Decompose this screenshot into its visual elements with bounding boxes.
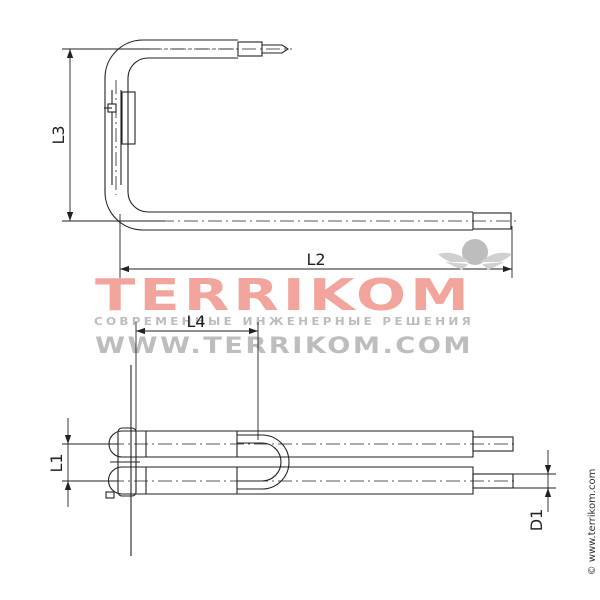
dimension-d1: D1 bbox=[527, 450, 552, 532]
copyright-text: © www.terrikom.com bbox=[587, 469, 598, 576]
u-bend-outer bbox=[237, 434, 290, 490]
u-bend-inner bbox=[237, 442, 282, 482]
dimension-l4: L4 bbox=[136, 312, 258, 335]
label-l1: L1 bbox=[47, 453, 66, 472]
label-d1: D1 bbox=[527, 509, 546, 532]
dimension-l3: L3 bbox=[49, 49, 74, 221]
label-l2: L2 bbox=[306, 250, 325, 269]
tube-outer-outline bbox=[104, 39, 473, 231]
watermark-logo: TERRIKOM bbox=[95, 270, 473, 321]
mount-bracket bbox=[121, 91, 136, 145]
top-terminal-pin bbox=[262, 44, 289, 54]
label-l4: L4 bbox=[186, 312, 205, 331]
dimension-l2: L2 bbox=[120, 250, 512, 273]
wing-emblem bbox=[438, 239, 512, 270]
label-l3: L3 bbox=[49, 125, 68, 144]
dimension-l1: L1 bbox=[47, 418, 72, 507]
watermark: TERRIKOM СОВРЕМЕННЫЕ ИНЖЕНЕРНЫЕ РЕШЕНИЯ … bbox=[94, 239, 512, 359]
tube-inner-outline bbox=[127, 57, 473, 213]
side-view bbox=[62, 39, 518, 278]
watermark-tagline: СОВРЕМЕННЫЕ ИНЖЕНЕРНЫЕ РЕШЕНИЯ bbox=[94, 315, 474, 328]
plan-view bbox=[62, 322, 556, 556]
lower-tube bbox=[107, 466, 474, 495]
upper-tube bbox=[108, 430, 474, 458]
watermark-url: WWW.TERRIKOM.COM bbox=[95, 334, 473, 359]
